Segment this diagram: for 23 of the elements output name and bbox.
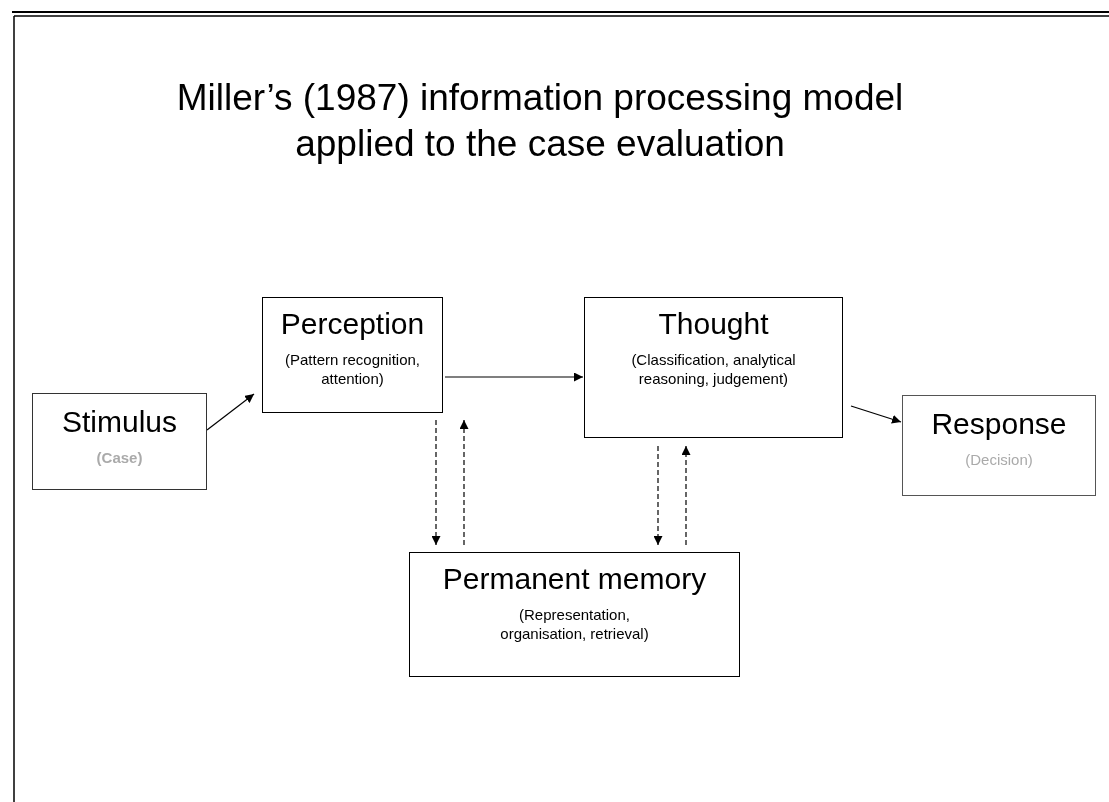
arrow bbox=[653, 445, 663, 546]
process-box bbox=[584, 297, 843, 438]
box-heading: Stimulus bbox=[60, 404, 178, 440]
arrow bbox=[681, 445, 691, 546]
process-box bbox=[262, 297, 443, 413]
process-box bbox=[32, 393, 207, 490]
box-heading: Permanent memory bbox=[441, 561, 708, 597]
box-description: (Case) bbox=[95, 448, 144, 467]
arrow bbox=[206, 393, 255, 431]
diagram-title: Miller’s (1987) information processing model applied to the case evaluation bbox=[175, 76, 905, 166]
box-heading: Response bbox=[930, 406, 1068, 442]
arrow bbox=[459, 419, 469, 546]
arrow bbox=[850, 405, 902, 424]
process-box bbox=[409, 552, 740, 677]
box-description: (Pattern recognition, attention) bbox=[283, 350, 422, 388]
arrow bbox=[444, 372, 584, 382]
box-description: (Classification, analytical reasoning, judgement) bbox=[630, 350, 797, 388]
box-heading: Thought bbox=[657, 306, 770, 342]
process-box bbox=[902, 395, 1096, 496]
arrow bbox=[431, 419, 441, 546]
box-heading: Perception bbox=[279, 306, 426, 342]
box-description: (Representation, organisation, retrieval) bbox=[499, 605, 650, 643]
box-description: (Decision) bbox=[964, 450, 1034, 469]
